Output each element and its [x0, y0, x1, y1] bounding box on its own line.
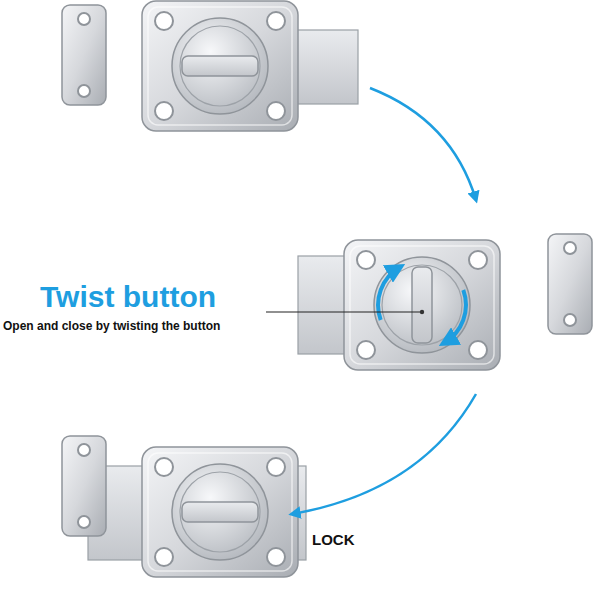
lock-body: [344, 240, 500, 370]
callout-note: Open and close by twisting the button: [3, 320, 220, 334]
step-arrow: [370, 88, 476, 200]
callout-title: Twist button: [40, 280, 216, 315]
strike-plate: [62, 5, 106, 105]
locked-lock: [62, 436, 306, 577]
knob-handle: [182, 502, 258, 522]
step-arrow: [292, 394, 476, 514]
lock-body: [142, 447, 298, 577]
state-label: LOCK: [312, 531, 355, 548]
leader-line: [266, 311, 420, 312]
knob-handle: [412, 267, 432, 343]
center-dot: [420, 310, 424, 314]
twisting-lock: [266, 234, 592, 370]
open-lock: [62, 1, 358, 131]
strike-plate: [548, 234, 592, 334]
lock-body: [142, 1, 298, 131]
rotate-arrow: [444, 290, 466, 343]
strike-plate: [62, 436, 106, 536]
knob-handle: [182, 56, 258, 76]
